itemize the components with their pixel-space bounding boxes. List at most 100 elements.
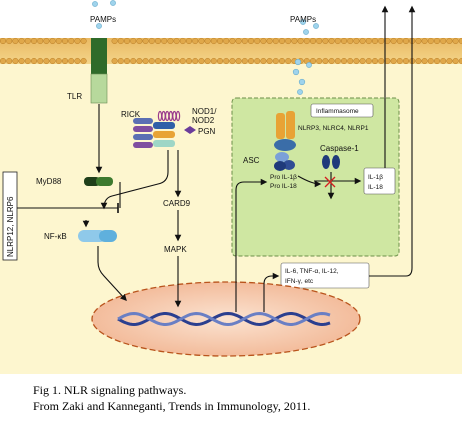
lipid-head: [136, 57, 143, 65]
lipid-head: [433, 57, 441, 65]
lipid-head: [285, 37, 292, 45]
lipid-head: [353, 57, 360, 65]
lipid-head: [49, 37, 56, 45]
lipid-head: [167, 57, 174, 65]
lipid-head: [446, 37, 453, 45]
lipid-head: [204, 57, 211, 65]
lipid-head: [229, 57, 236, 65]
lipid-head: [43, 57, 50, 65]
lipid-head: [43, 37, 50, 45]
lipid-head: [223, 37, 230, 45]
lipid-head: [37, 37, 44, 45]
lipid-head: [24, 37, 31, 45]
lipid-head: [80, 37, 87, 45]
cleavage-mark: [324, 176, 336, 188]
lipid-head: [111, 57, 118, 65]
inflammasome-label: Inflammasome: [316, 108, 359, 115]
lipid-head: [241, 37, 248, 45]
lipid-head: [396, 57, 403, 65]
tlr-receptor: [90, 38, 108, 104]
lipid-head: [291, 37, 298, 45]
il18-label: IL-18: [368, 184, 383, 191]
lipid-head: [223, 57, 230, 65]
pro-il18-label: Pro IL-18: [270, 183, 297, 190]
caption-line-1: Fig 1. NLR signaling pathways.: [33, 383, 187, 397]
lipid-head: [6, 37, 13, 45]
lipid-head: [12, 57, 19, 65]
lipid-head: [334, 57, 341, 65]
lipid-head: [49, 57, 56, 65]
cytokines-line1: IL-6, TNF-α, IL-12,: [285, 268, 339, 275]
nlrp12-nlrp6-label: NLRP12, NLRP6: [6, 196, 15, 257]
lipid-head: [378, 57, 385, 65]
nod-label: NOD1/NOD2: [192, 107, 217, 125]
arrow-dna-proil: [235, 178, 268, 312]
lipid-head: [117, 37, 124, 45]
lipid-head: [353, 37, 360, 45]
lipid-head: [30, 37, 38, 45]
tlr-label: TLR: [67, 92, 82, 101]
lipid-head: [216, 37, 224, 45]
lipid-head: [278, 37, 286, 45]
lipid-head: [309, 57, 317, 65]
lipid-head: [427, 37, 434, 45]
lipid-head: [30, 57, 38, 65]
lipid-head: [340, 37, 348, 45]
lipid-head: [0, 57, 7, 65]
inflammasome-box: [231, 97, 400, 257]
lipid-head: [421, 57, 428, 65]
lipid-head: [421, 37, 428, 45]
pamps-right-label: PAMPs: [290, 15, 316, 24]
lipid-head: [440, 57, 447, 65]
lipid-head: [154, 57, 162, 65]
lipid-head: [266, 57, 273, 65]
lipid-head: [316, 57, 323, 65]
lipid-head: [340, 57, 348, 65]
lipid-head: [278, 57, 286, 65]
lipid-head: [378, 37, 385, 45]
lipid-head: [446, 57, 453, 65]
lipid-head: [68, 57, 75, 65]
lipid-head: [0, 37, 7, 45]
mature-cytokine-box: [363, 167, 396, 195]
lipid-head: [74, 37, 81, 45]
lipid-head: [210, 57, 217, 65]
lipid-head: [390, 57, 397, 65]
lipid-head: [18, 37, 25, 45]
lipid-head: [452, 57, 459, 65]
pgn-label: PGN: [198, 127, 216, 136]
il1b-label: IL-1β: [368, 174, 383, 181]
lipid-head: [322, 37, 329, 45]
lipid-head: [347, 57, 354, 65]
dna-strand-a: [117, 311, 331, 327]
lipid-head: [161, 57, 168, 65]
lipid-head: [37, 57, 44, 65]
lipid-head: [427, 57, 434, 65]
nlrp3-protein: [274, 111, 296, 151]
lipid-head: [440, 37, 447, 45]
pro-il1b-label: Pro IL-1β: [270, 174, 297, 181]
lipid-head: [142, 37, 149, 45]
lipid-head: [254, 57, 261, 65]
lipid-head: [68, 37, 75, 45]
arrow-dna-cytokines: [263, 272, 280, 312]
lipid-head: [192, 57, 199, 65]
lipid-head: [142, 57, 149, 65]
lipid-head: [216, 57, 224, 65]
dna-strand-b: [117, 311, 331, 327]
lipid-head: [328, 57, 335, 65]
lipid-head: [260, 57, 267, 65]
lipid-head: [80, 57, 87, 65]
nod-rick-complex: [133, 110, 196, 148]
lipid-head: [148, 57, 155, 65]
lipid-head: [55, 57, 62, 65]
myd88: [84, 177, 113, 186]
lipid-head: [173, 37, 180, 45]
lipid-head: [204, 37, 211, 45]
cell-membrane: [0, 37, 462, 65]
lipid-head: [235, 57, 242, 65]
asc-label: ASC: [243, 156, 260, 165]
lipid-head: [309, 37, 317, 45]
